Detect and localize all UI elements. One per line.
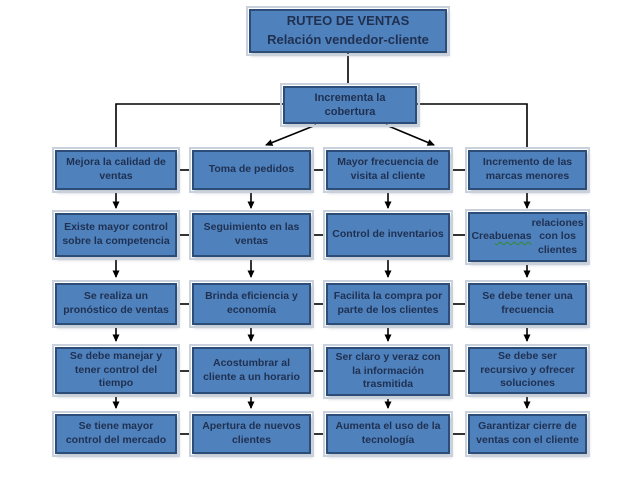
- box-control-mercado: Se tiene mayor control del mercado: [52, 411, 180, 457]
- box-mejora-calidad: Mejora la calidad de ventas: [52, 147, 180, 193]
- box-claro-veraz: Ser claro y veraz con la información tra…: [323, 344, 453, 399]
- box-pronostico-ventas: Se realiza un pronóstico de ventas: [52, 280, 180, 328]
- box-garantizar-cierre: Garantizar cierre de ventas con el clien…: [465, 411, 590, 457]
- title-line-1: RUTEO DE VENTAS: [286, 13, 410, 29]
- title-line-2: Relación vendedor-cliente: [267, 32, 429, 47]
- box-tener-frecuencia: Se debe tener una frecuencia: [465, 280, 590, 328]
- box-recursivo-soluciones: Se debe ser recursivo y ofrecer solucion…: [465, 344, 590, 397]
- box-eficiencia-economia: Brinda eficiencia y economía: [189, 280, 314, 328]
- box-incrementa-cobertura: Incrementa la cobertura: [280, 83, 420, 127]
- box-control-tiempo: Se debe manejar y tener control del tiem…: [52, 344, 180, 397]
- box-control-inventarios: Control de inventarios: [323, 210, 453, 260]
- box-incremento-marcas: Incremento de las marcas menores: [465, 147, 590, 193]
- box-seguimiento-ventas: Seguimiento en las ventas: [189, 210, 314, 260]
- box-control-competencia: Existe mayor control sobre la competenci…: [52, 210, 180, 260]
- box-uso-tecnologia: Aumenta el uso de la tecnología: [323, 411, 453, 457]
- box-acostumbrar-horario: Acostumbrar al cliente a un horario: [189, 344, 314, 397]
- box-toma-pedidos: Toma de pedidos: [189, 147, 314, 193]
- box-facilita-compra: Facilita la compra por parte de los clie…: [323, 280, 453, 328]
- title-box: RUTEO DE VENTAS Relación vendedor-client…: [246, 6, 450, 56]
- box-apertura-clientes: Apertura de nuevos clientes: [189, 411, 314, 457]
- box-mayor-frecuencia: Mayor frecuencia de visita al cliente: [323, 147, 453, 193]
- box-crea-relaciones: Crea buenas relaciones con los clientes: [465, 209, 590, 265]
